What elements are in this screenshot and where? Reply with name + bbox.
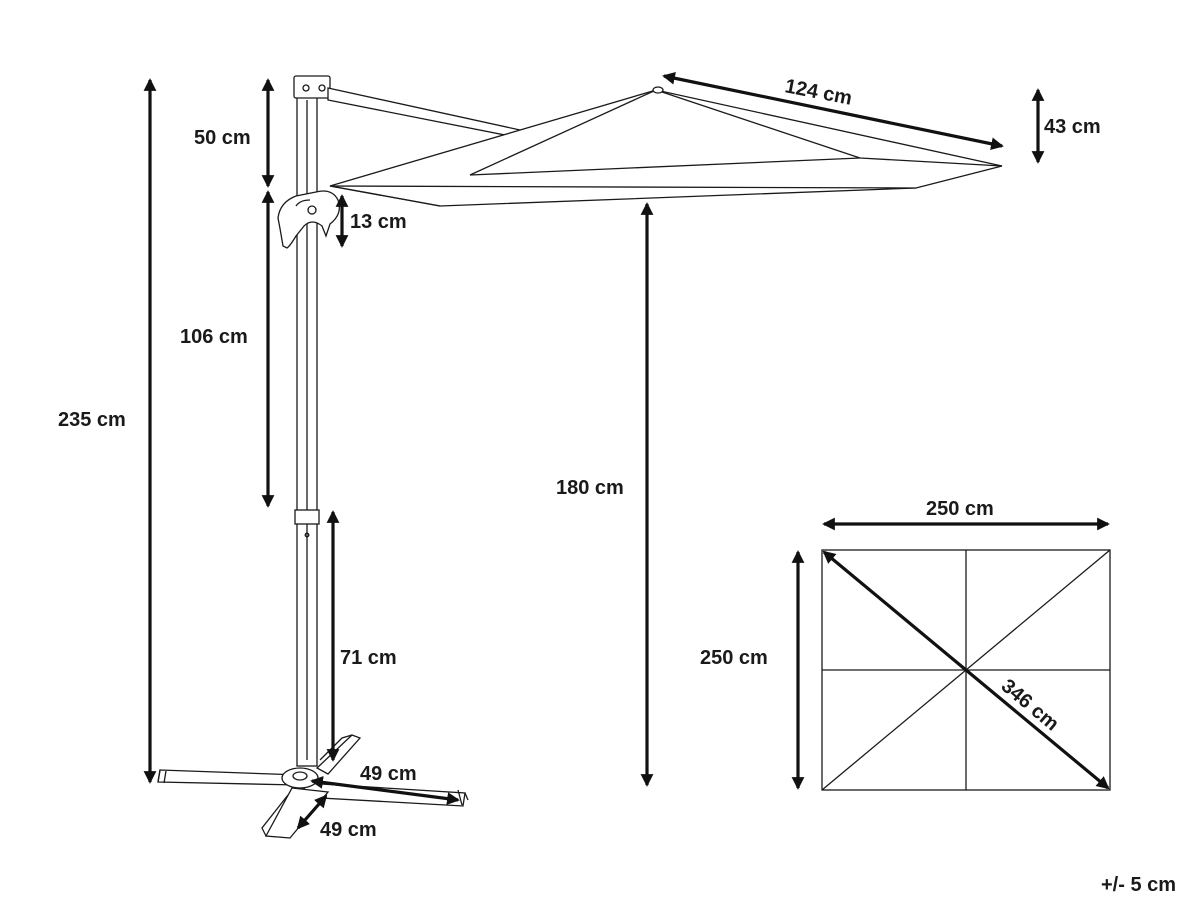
label-base-width: 49 cm <box>360 763 417 785</box>
dim-base-depth-arrow <box>296 794 328 830</box>
label-arm-length: 124 cm <box>783 75 854 110</box>
canopy <box>329 86 1003 207</box>
canopy-top-view <box>791 517 1111 791</box>
dim-arm-length-arrow <box>662 71 1004 151</box>
label-canopy-clearance: 180 cm <box>556 477 624 499</box>
label-canopy-depth: 43 cm <box>1044 116 1101 138</box>
dim-canopy-diagonal-arrow <box>822 550 1110 790</box>
support-arm <box>327 87 521 139</box>
label-top-section: 50 cm <box>194 127 251 149</box>
label-crank: 13 cm <box>350 211 407 233</box>
dim-base-width-arrow <box>310 776 460 805</box>
label-tolerance: +/- 5 cm <box>1101 874 1176 896</box>
label-total-height: 235 cm <box>58 409 126 431</box>
dimension-lines <box>143 71 1045 830</box>
label-lower-section: 71 cm <box>340 647 397 669</box>
label-canopy-length: 250 cm <box>700 647 768 669</box>
label-base-depth: 49 cm <box>320 819 377 841</box>
label-mid-section: 106 cm <box>180 326 248 348</box>
umbrella-illustration <box>157 75 1003 839</box>
pole <box>293 75 331 767</box>
label-canopy-width: 250 cm <box>926 498 994 520</box>
